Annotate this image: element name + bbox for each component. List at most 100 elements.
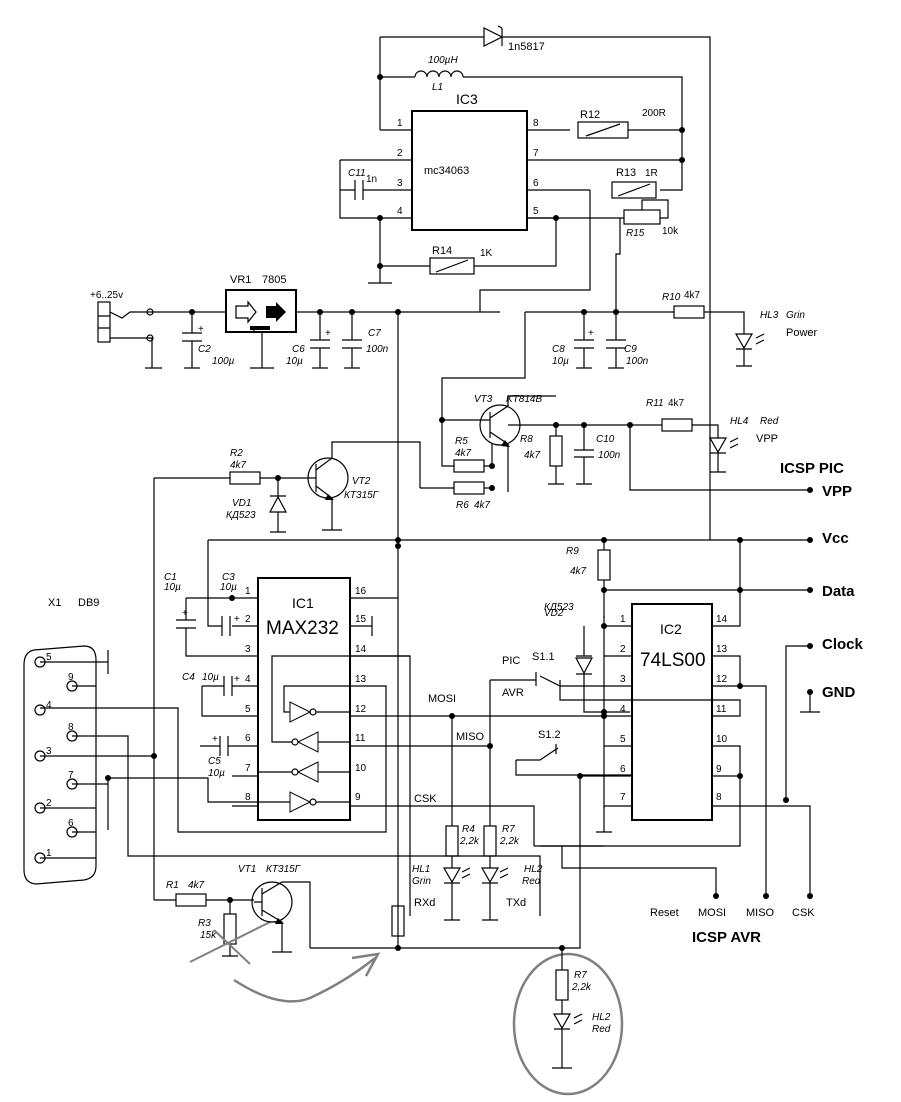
svg-text:10: 10 <box>716 734 728 745</box>
svg-text:+: + <box>212 734 218 745</box>
resistor-r9: R9 4k7 <box>566 540 611 618</box>
connector-x1-db9: X1 DB9 5 9 4 8 3 7 2 6 1 <box>23 597 541 916</box>
svg-text:VT1: VT1 <box>238 864 256 875</box>
transistor-vt2: VT2 КТ315Г <box>306 441 421 531</box>
svg-text:7: 7 <box>68 770 74 781</box>
svg-text:C10: C10 <box>596 434 615 445</box>
led-hl4: HL4 Red VPP <box>708 416 779 473</box>
svg-text:1: 1 <box>46 848 52 859</box>
svg-text:HL1: HL1 <box>412 864 430 875</box>
switch-s1: PIC S1.1 AVR S1.2 <box>490 651 632 776</box>
svg-text:9: 9 <box>716 764 722 775</box>
diode-vd2: VD2 КД523 <box>544 602 630 713</box>
svg-text:14: 14 <box>716 614 728 625</box>
svg-text:Grin: Grin <box>412 876 431 887</box>
capacitor-c6: + C6 10µ <box>286 312 331 369</box>
svg-text:10: 10 <box>355 763 367 774</box>
svg-text:74LS00: 74LS00 <box>640 650 706 671</box>
svg-text:КТ315Г: КТ315Г <box>344 490 380 501</box>
svg-text:7: 7 <box>245 763 251 774</box>
svg-text:R7: R7 <box>574 970 587 981</box>
diode-vd1: VD1 КД523 <box>226 478 287 533</box>
svg-text:8: 8 <box>533 118 539 129</box>
resistor-r2: R2 4k7 <box>154 448 306 485</box>
svg-text:R1: R1 <box>166 880 179 891</box>
transistor-vt3: VT3 KT814B <box>442 394 630 492</box>
resistor-r4: R4 2,2k <box>445 716 480 868</box>
svg-text:L1: L1 <box>432 82 443 93</box>
svg-text:100µH: 100µH <box>428 55 458 66</box>
ic1-max232: IC1 MAX232 1 2 3 4 5 6 7 8 16 15 14 13 1… <box>40 577 411 916</box>
svg-text:HL2: HL2 <box>592 1012 611 1023</box>
capacitor-c8: + C8 10µ <box>552 312 594 369</box>
svg-text:6: 6 <box>245 733 251 744</box>
svg-text:KT814B: KT814B <box>506 394 542 405</box>
svg-text:mc34063: mc34063 <box>424 165 469 177</box>
svg-text:10k: 10k <box>662 226 679 237</box>
svg-text:3: 3 <box>620 674 626 685</box>
svg-text:4k7: 4k7 <box>570 566 587 577</box>
svg-text:1: 1 <box>620 614 626 625</box>
svg-text:VPP: VPP <box>756 433 778 445</box>
svg-text:+: + <box>234 674 240 685</box>
svg-text:VD1: VD1 <box>232 498 251 509</box>
icsp-pic-title: ICSP PIC <box>780 460 844 477</box>
svg-text:10µ: 10µ <box>164 582 181 593</box>
svg-text:+: + <box>198 324 204 335</box>
resistor-r8: R8 4k7 <box>520 425 564 485</box>
pin-data: Data <box>822 583 855 600</box>
svg-text:3: 3 <box>245 644 251 655</box>
svg-text:7: 7 <box>620 792 626 803</box>
svg-text:R10: R10 <box>662 292 681 303</box>
resistor-r5: R5 4k7 <box>441 420 493 473</box>
capacitor-c2: + C2 100µ <box>182 312 235 369</box>
svg-text:VD2: VD2 <box>544 608 564 619</box>
svg-text:2,2k: 2,2k <box>459 836 480 847</box>
pin-mosi: MOSI <box>698 907 726 919</box>
svg-text:2,2k: 2,2k <box>571 982 592 993</box>
svg-text:+6..25v: +6..25v <box>90 290 123 301</box>
svg-text:C11: C11 <box>348 168 366 179</box>
resistor-r15: R15 10k <box>620 199 679 239</box>
svg-text:VT2: VT2 <box>352 476 371 487</box>
svg-text:10µ: 10µ <box>552 356 569 367</box>
svg-text:8: 8 <box>716 792 722 803</box>
svg-text:4: 4 <box>245 674 251 685</box>
svg-text:6: 6 <box>620 764 626 775</box>
svg-text:IC3: IC3 <box>456 91 478 107</box>
led-hl2: HL2 Red TXd <box>480 864 543 921</box>
resistor-r1: R1 4k7 <box>154 880 254 907</box>
svg-text:14: 14 <box>355 644 367 655</box>
inductor-l1: 100µH L1 <box>379 37 683 191</box>
svg-text:RXd: RXd <box>414 897 435 909</box>
svg-text:8: 8 <box>245 792 251 803</box>
resistor-r12: R12 200R <box>577 108 682 139</box>
svg-text:R2: R2 <box>230 448 243 459</box>
svg-text:4k7: 4k7 <box>188 880 205 891</box>
svg-text:R9: R9 <box>566 546 579 557</box>
svg-text:4: 4 <box>620 704 626 715</box>
svg-text:C4: C4 <box>182 672 195 683</box>
svg-text:6: 6 <box>533 178 539 189</box>
svg-text:MOSI: MOSI <box>428 693 456 705</box>
svg-text:4k7: 4k7 <box>668 398 685 409</box>
svg-text:R8: R8 <box>520 434 533 445</box>
svg-text:Grin: Grin <box>786 310 805 321</box>
diode-1n5817: 1n5817 <box>380 25 711 540</box>
svg-text:КД523: КД523 <box>226 510 256 521</box>
svg-text:10µ: 10µ <box>202 672 219 683</box>
svg-text:13: 13 <box>716 644 728 655</box>
transistor-vt1: VT1 КТ315Г <box>238 864 311 953</box>
svg-text:100n: 100n <box>598 450 621 461</box>
svg-text:1K: 1K <box>480 248 493 259</box>
resistor-5v-pullup <box>391 905 405 937</box>
svg-text:16: 16 <box>355 586 367 597</box>
resistor-r11: R11 4k7 <box>630 398 719 438</box>
svg-text:4k7: 4k7 <box>455 448 472 459</box>
svg-text:DB9: DB9 <box>78 597 99 609</box>
pin-vcc: Vcc <box>822 530 849 547</box>
svg-text:+: + <box>234 614 240 625</box>
pin-gnd: GND <box>822 684 856 701</box>
svg-text:Red: Red <box>760 416 779 427</box>
svg-text:S1.1: S1.1 <box>532 651 555 663</box>
